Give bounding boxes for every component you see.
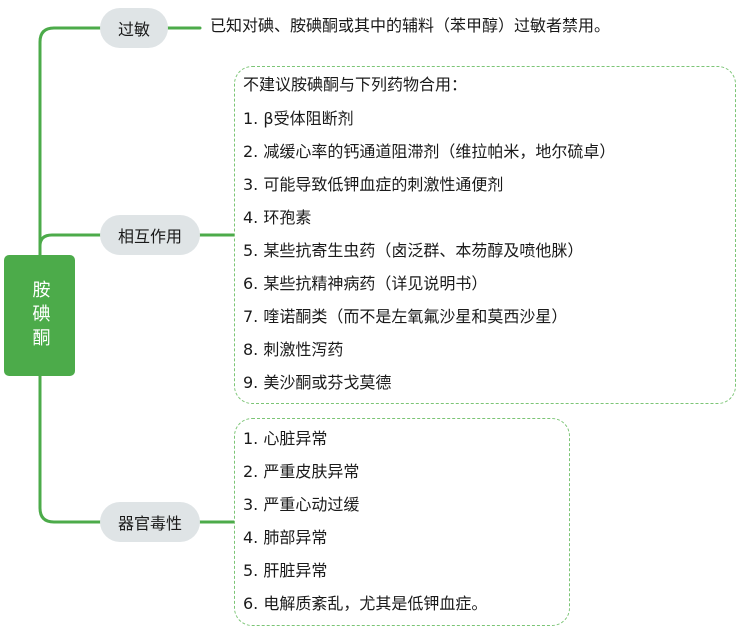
toxicity-line: 1. 心脏异常	[243, 429, 328, 448]
interaction-line: 2. 减缓心率的钙通道阻滞剂（维拉帕米，地尔硫卓）	[243, 142, 616, 161]
interaction-line: 3. 可能导致低钾血症的刺激性通便剂	[243, 175, 504, 194]
interaction-line: 1. β受体阻断剂	[243, 109, 354, 128]
interaction-line: 8. 刺激性泻药	[243, 340, 344, 359]
toxicity-box: 1. 心脏异常 2. 严重皮肤异常 3. 严重心动过缓 4. 肺部异常 5. 肝…	[234, 418, 570, 626]
branch-toxicity[interactable]: 器官毒性	[100, 502, 200, 542]
connector-toxicity	[38, 374, 102, 524]
toxicity-line: 4. 肺部异常	[243, 528, 328, 547]
root-label: 胺碘酮	[29, 279, 51, 352]
connector-allergy	[38, 26, 102, 257]
interaction-line: 9. 美沙酮或芬戈莫德	[243, 373, 392, 392]
branch-allergy-label: 过敏	[117, 20, 150, 39]
toxicity-line: 2. 严重皮肤异常	[243, 462, 360, 481]
interaction-line: 7. 喹诺酮类（而不是左氧氟沙星和莫西沙星）	[243, 307, 568, 326]
allergy-description: 已知对碘、胺碘酮或其中的辅料（苯甲醇）过敏者禁用。	[210, 16, 611, 35]
connector-interaction	[38, 233, 102, 257]
branch-interaction-label: 相互作用	[117, 227, 182, 246]
branch-allergy[interactable]: 过敏	[100, 8, 168, 48]
toxicity-line: 5. 肝脏异常	[243, 561, 328, 580]
interaction-line: 不建议胺碘酮与下列药物合用：	[243, 75, 468, 94]
interaction-line: 4. 环孢素	[243, 208, 312, 227]
toxicity-line: 3. 严重心动过缓	[243, 495, 360, 514]
interaction-line: 6. 某些抗精神病药（详见说明书）	[243, 274, 488, 293]
root-node[interactable]: 胺碘酮	[4, 255, 75, 376]
branch-interaction[interactable]: 相互作用	[100, 215, 200, 255]
toxicity-line: 6. 电解质紊乱，尤其是低钾血症。	[243, 594, 488, 613]
interaction-box: 不建议胺碘酮与下列药物合用： 1. β受体阻断剂 2. 减缓心率的钙通道阻滞剂（…	[234, 66, 736, 404]
interaction-line: 5. 某些抗寄生虫药（卤泛群、本芴醇及喷他脒）	[243, 241, 584, 260]
branch-toxicity-label: 器官毒性	[117, 514, 182, 533]
